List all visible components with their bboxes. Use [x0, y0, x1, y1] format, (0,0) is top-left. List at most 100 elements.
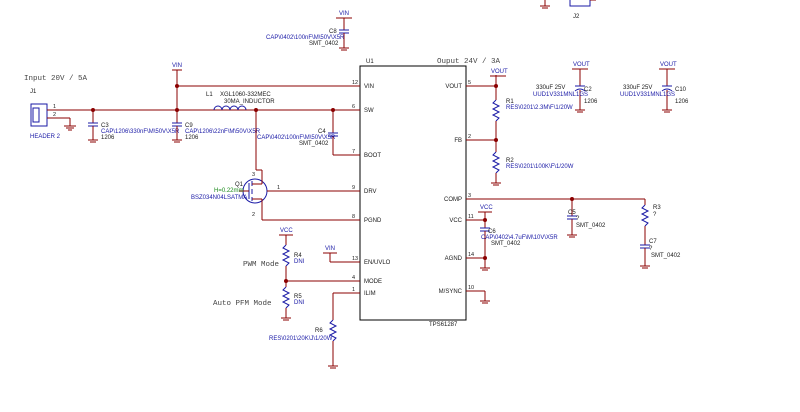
vout-label-2: VOUT [573, 62, 590, 68]
c8-ref: C8 [329, 29, 337, 35]
c6-pkg: SMT_0402 [491, 241, 521, 247]
svg-text:SW: SW [364, 108, 374, 114]
c5-pkg: SMT_0402 [576, 223, 606, 229]
c7-value: ? [649, 246, 653, 252]
resistor-r1[interactable]: R1 RES\0201\2.3M\F\1/20W [491, 99, 573, 122]
r5-ref: R5 [294, 294, 302, 300]
capacitor-c9[interactable]: C9 CAP\1206\22nF\M\50V\X5R 1206 [172, 110, 261, 143]
ic-pin-sw: 6SW [345, 104, 374, 114]
svg-text:M/SYNC: M/SYNC [439, 289, 463, 295]
l1-ref: L1 [206, 92, 213, 98]
svg-text:DRV: DRV [364, 189, 377, 195]
r3-ref: R3 [653, 205, 661, 211]
svg-text:1: 1 [277, 185, 280, 191]
svg-text:PGND: PGND [364, 218, 382, 224]
c3-pkg: 1206 [101, 135, 115, 141]
pwm-mode-note: PWM Mode [243, 261, 279, 269]
r5-value: DNI [294, 300, 305, 306]
c10-ref: C10 [675, 87, 687, 93]
svg-text:VCC: VCC [449, 218, 462, 224]
output-note: Ouput 24V / 3A [437, 58, 501, 66]
svg-text:BOOT: BOOT [364, 153, 381, 159]
auto-pfm-note: Auto PFM Mode [213, 300, 272, 308]
r4-ref: R4 [294, 253, 302, 259]
resistor-r5[interactable]: R5 DNI [281, 286, 305, 309]
c4-value: CAP\0402\100nF\M\50V\X5R [257, 135, 336, 141]
r1-ref: R1 [506, 99, 514, 105]
c4-pkg: SMT_0402 [299, 141, 329, 147]
c2-ref: C2 [584, 87, 592, 93]
resistor-r4[interactable]: R4 DNI [281, 244, 305, 267]
c7-pkg: SMT_0402 [651, 253, 681, 259]
l1-desc: 30MA_INDUCTOR [224, 99, 275, 105]
c5-value: ? [576, 216, 580, 222]
resistor-r2[interactable]: R2 RES\0201\100K\F\1/20W [491, 151, 574, 174]
q1-value: BSZ034N04LSATMA [191, 195, 247, 201]
inductor-l1[interactable]: L1 XGL1060-332MEC 30MA_INDUCTOR [206, 92, 275, 111]
svg-text:6: 6 [352, 104, 355, 110]
resistor-r6[interactable]: R6 RES\0201\20K\J\1/20W [269, 319, 338, 342]
c5-ref: C5 [568, 210, 576, 216]
capacitor-c7[interactable]: C7 ? SMT_0402 [640, 239, 681, 269]
c10-rating: 330uF 25V [623, 85, 652, 91]
j1-ref: J1 [30, 89, 37, 95]
capacitor-c10[interactable]: VOUT C10 UUD1V331MNL1GS 1206 330uF 25V [620, 62, 689, 113]
c2-pkg: 1206 [584, 99, 598, 105]
l1-value: XGL1060-332MEC [220, 92, 271, 98]
r6-ref: R6 [315, 328, 323, 334]
svg-text:ILIM: ILIM [364, 291, 376, 297]
svg-text:4: 4 [352, 275, 355, 281]
c8-value: CAP\0402\100nF\M\50V\X5R [266, 35, 345, 41]
j1-pin1: 1 [53, 104, 56, 110]
svg-text:8: 8 [352, 214, 355, 220]
capacitor-c2[interactable]: VOUT C2 UUD1V331MNL1GS 1206 330uF 25V [533, 62, 598, 113]
r3-value: ? [653, 212, 657, 218]
capacitor-c4[interactable]: C4 CAP\0402\100nF\M\50V\X5R SMT_0402 [257, 110, 345, 156]
c7-ref: C7 [649, 239, 657, 245]
svg-text:10: 10 [468, 285, 474, 291]
c4-ref: C4 [318, 129, 326, 135]
r1-value: RES\0201\2.3M\F\1/20W [506, 105, 573, 111]
ic-pin-m-sync: 10M/SYNC [439, 285, 480, 295]
svg-text:2: 2 [468, 134, 471, 140]
q1-param: H=0.22mm [214, 188, 244, 194]
r4-value: DNI [294, 259, 305, 265]
svg-text:14: 14 [468, 252, 474, 258]
ic-left-pins: 12VIN6SW7BOOT9DRV8PGND13EN/UVLO4MODE1ILI… [345, 80, 391, 297]
capacitor-c6[interactable]: C6 CAP\0402\4.7uF\M\10V\X5R SMT_0402 [480, 227, 558, 268]
r2-ref: R2 [506, 158, 514, 164]
capacitor-c8[interactable]: VIN C8 CAP\0402\100nF\M\50V\X5R SMT_0402 [266, 11, 352, 51]
top-right-fragments: J2 [540, 0, 596, 20]
c3-value: CAP\1206\330nF\M\50V\X5R [101, 129, 180, 135]
vcc-label-1: VCC [280, 228, 293, 234]
c6-value: CAP\0402\4.7uF\M\10V\X5R [481, 235, 558, 241]
svg-text:9: 9 [352, 185, 355, 191]
resistor-r3[interactable]: R3 ? [640, 199, 661, 227]
svg-text:3: 3 [468, 193, 471, 199]
c2-value: UUD1V331MNL1GS [533, 92, 588, 98]
capacitor-c5[interactable]: C5 ? SMT_0402 [567, 199, 606, 238]
svg-text:COMP: COMP [444, 197, 462, 203]
capacitor-c3[interactable]: C3 CAP\1206\330nF\M\50V\X5R 1206 [88, 110, 180, 143]
u1-name: TPS61287 [429, 322, 458, 328]
svg-text:AGND: AGND [445, 256, 463, 262]
ic-u1[interactable]: U1 TPS61287 [359, 59, 467, 328]
j1-header[interactable]: J1 1 2 HEADER 2 [30, 89, 61, 140]
vin-label-3: VIN [325, 246, 335, 252]
ground-j1 [64, 125, 76, 131]
vout-label-1: VOUT [491, 69, 508, 75]
u1-ref: U1 [366, 59, 374, 65]
j2-ref: J2 [573, 14, 580, 20]
mosfet-q1[interactable]: Q1 H=0.22mm BSZ034N04LSATMA 3 1 2 [191, 169, 280, 220]
svg-text:2: 2 [252, 212, 255, 218]
vout-label-3: VOUT [660, 62, 677, 68]
svg-text:VOUT: VOUT [445, 84, 462, 90]
